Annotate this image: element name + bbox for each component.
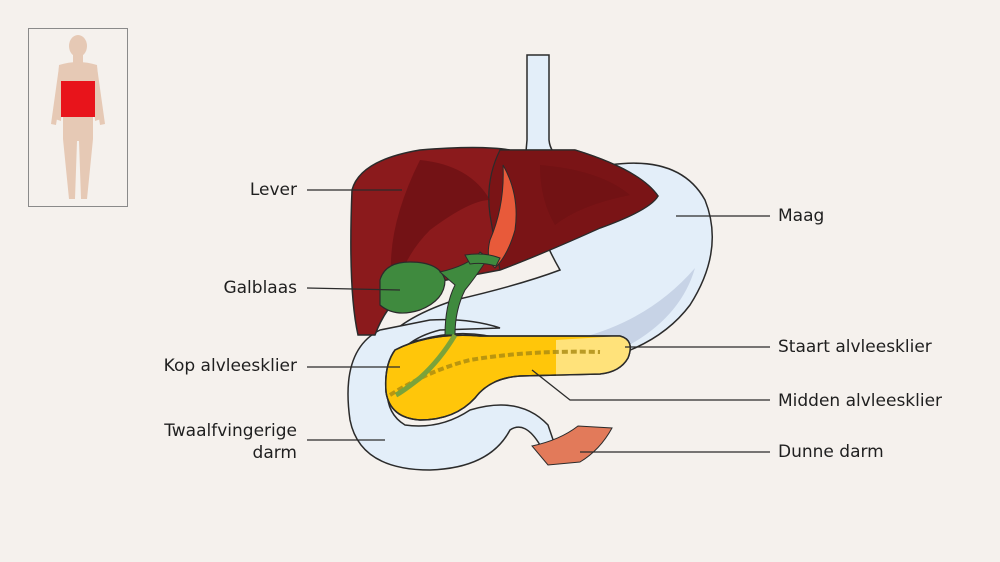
small-intestine-shape	[531, 425, 613, 466]
label-galblaas: Galblaas	[223, 278, 297, 298]
label-maag: Maag	[778, 206, 825, 226]
label-staart-alvleesklier: Staart alvleesklier	[778, 337, 932, 357]
label-lever: Lever	[249, 180, 297, 200]
leader-midden-alvleesklier	[531, 369, 770, 401]
body-silhouette-icon	[51, 35, 105, 199]
body-location-inset	[28, 28, 128, 207]
leader-galblaas	[306, 287, 401, 291]
label-twaalfvingerige-line1: Twaalfvingerige	[164, 421, 297, 441]
label-twaalfvingerige-darm: Twaalfvingerige darm	[164, 420, 297, 464]
pancreas-shape	[384, 334, 631, 421]
liver-shape	[350, 146, 659, 336]
label-twaalfvingerige-line2: darm	[252, 443, 297, 463]
label-midden-alvleesklier: Midden alvleesklier	[778, 391, 943, 411]
leader-lines	[306, 189, 770, 453]
highlighted-region	[61, 81, 95, 117]
label-dunne-darm: Dunne darm	[778, 442, 884, 462]
label-kop-alvleesklier: Kop alvleesklier	[163, 356, 297, 376]
gallbladder-shape	[379, 251, 501, 398]
